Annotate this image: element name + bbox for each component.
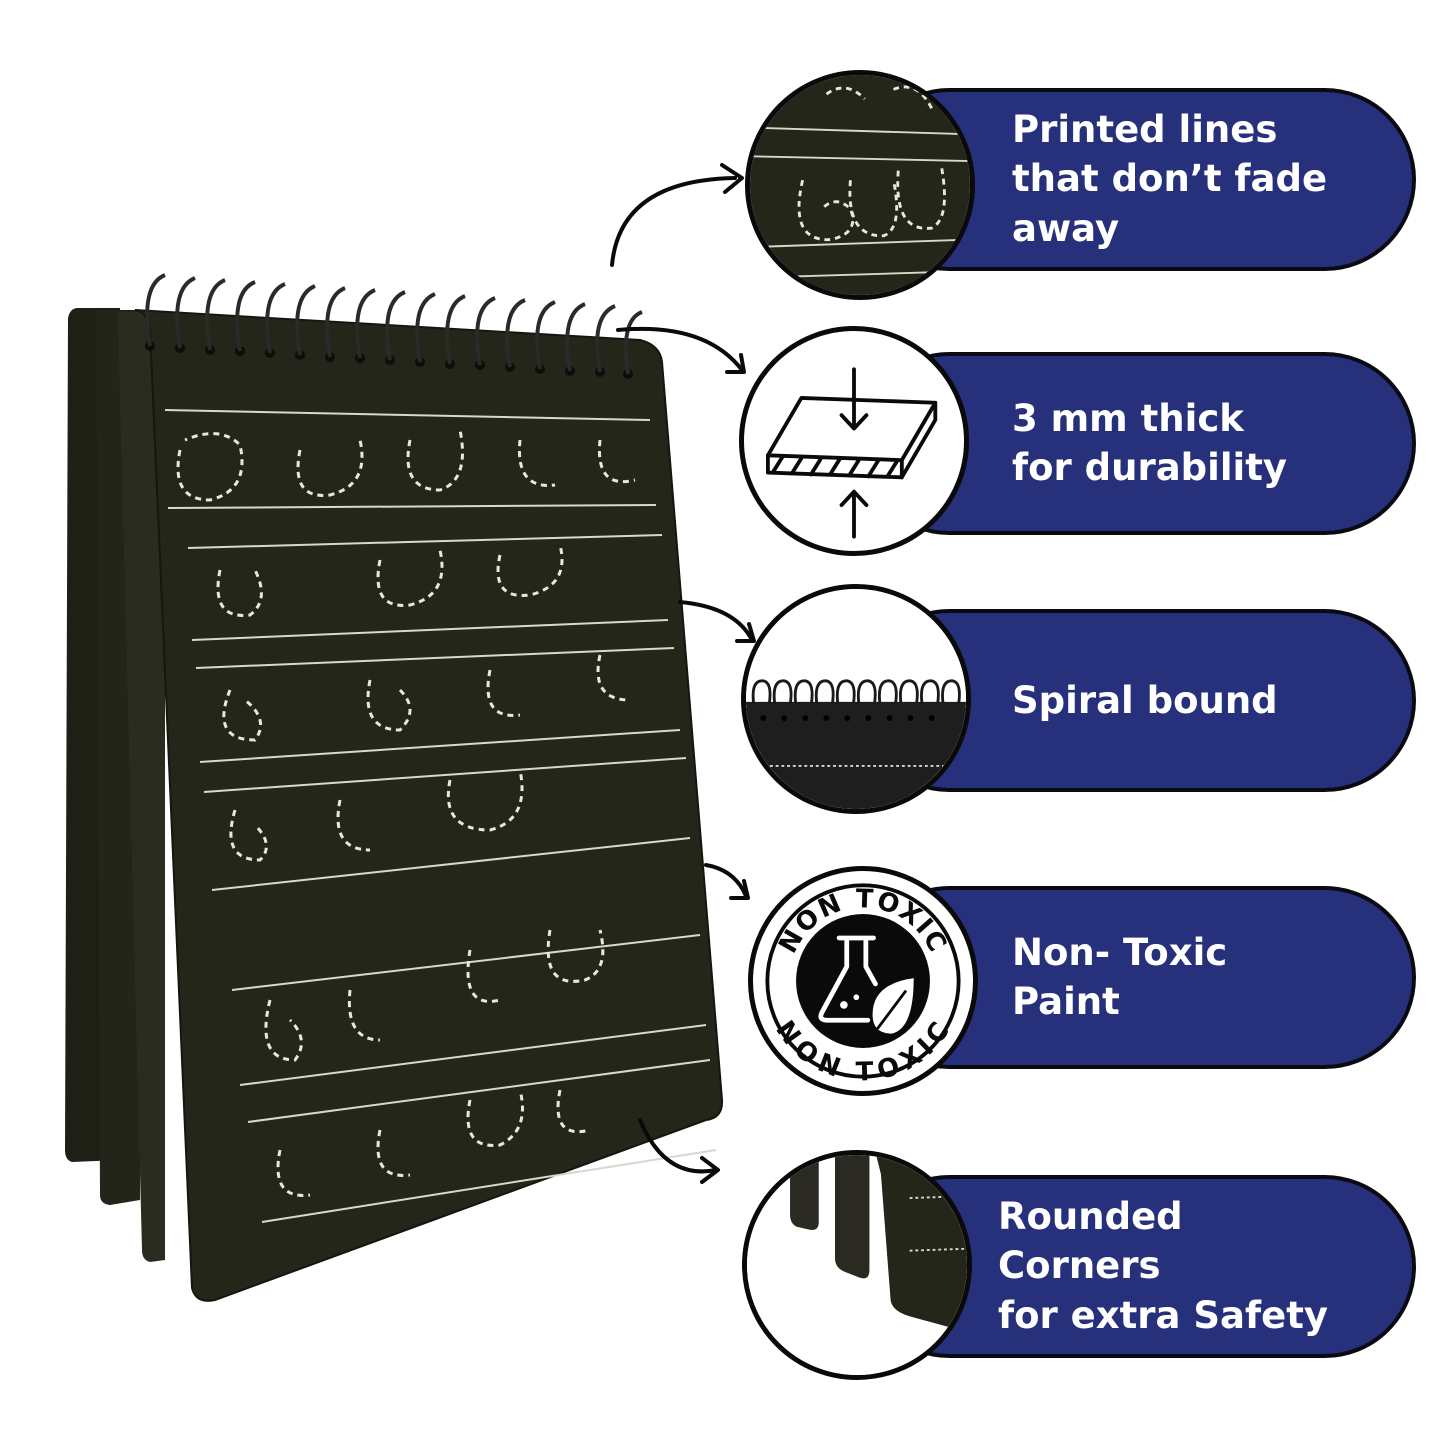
feature-text-line: for extra Safety xyxy=(998,1294,1329,1338)
feature-text-line: that don’t fade xyxy=(1012,157,1328,201)
feature-text-line: for durability xyxy=(1012,446,1288,490)
feature-text-line: Spiral bound xyxy=(1012,678,1278,722)
feature-text-line: away xyxy=(1012,207,1120,251)
rounded-corners-closeup-icon xyxy=(742,1150,972,1380)
feature-text-line: Non- Toxic xyxy=(1012,930,1228,974)
dashed-letter-closeup-icon xyxy=(745,70,975,300)
slate-book-image xyxy=(65,163,756,1302)
feature-text-line: Rounded xyxy=(998,1194,1183,1238)
feature-text-line: Paint xyxy=(1012,980,1120,1024)
board-thickness-icon xyxy=(739,326,969,556)
feature-text-line: Corners xyxy=(998,1244,1161,1288)
spiral-binding-closeup-icon xyxy=(741,584,971,814)
feature-text-line: Printed lines xyxy=(1012,107,1278,151)
feature-text-line: 3 mm thick xyxy=(1012,396,1244,440)
non-toxic-badge-icon: NON TOXIC NON TOXIC xyxy=(748,866,978,1096)
